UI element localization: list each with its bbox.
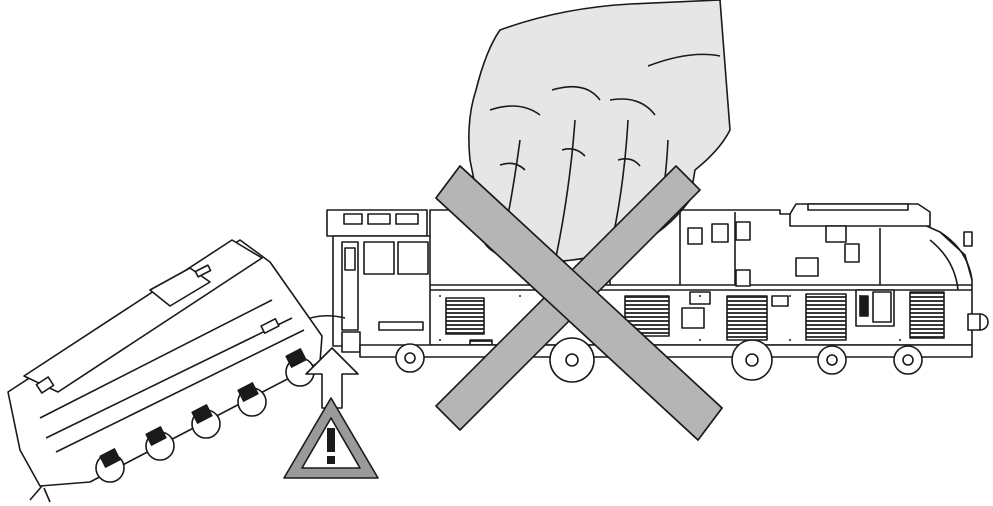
side-door-window bbox=[860, 296, 868, 316]
roof-housing-trim bbox=[808, 204, 908, 210]
hatch bbox=[736, 270, 750, 286]
cab-door-window bbox=[345, 248, 355, 270]
cab-window-right bbox=[398, 242, 428, 274]
hatch bbox=[712, 224, 728, 242]
tender-coupler bbox=[30, 486, 50, 502]
side-door-panel bbox=[873, 292, 891, 322]
cab-roof-window-1 bbox=[344, 214, 362, 224]
louver-grille bbox=[446, 298, 484, 334]
cab-window-left bbox=[364, 242, 394, 274]
warning-exclamation-bar bbox=[327, 428, 335, 452]
hatch bbox=[796, 258, 818, 276]
hatch bbox=[826, 226, 846, 242]
cab-roof-window-3 bbox=[396, 214, 418, 224]
tender bbox=[8, 240, 322, 502]
buffer-housing bbox=[968, 314, 980, 330]
louver-grille bbox=[727, 296, 767, 340]
hatch bbox=[690, 292, 710, 304]
louver-grille bbox=[806, 294, 846, 340]
hatch bbox=[688, 228, 702, 244]
hatch bbox=[772, 296, 788, 306]
cab-roof-window-2 bbox=[368, 214, 390, 224]
cab-nameplate bbox=[379, 322, 423, 330]
cab-step bbox=[342, 332, 360, 352]
warning-triangle-icon bbox=[284, 398, 378, 478]
hatch bbox=[736, 222, 750, 240]
nose-lamp-top bbox=[964, 232, 972, 246]
warning-exclamation-dot bbox=[327, 456, 335, 464]
louver-grille bbox=[910, 292, 944, 338]
hatch bbox=[682, 308, 704, 328]
hatch bbox=[845, 244, 859, 262]
